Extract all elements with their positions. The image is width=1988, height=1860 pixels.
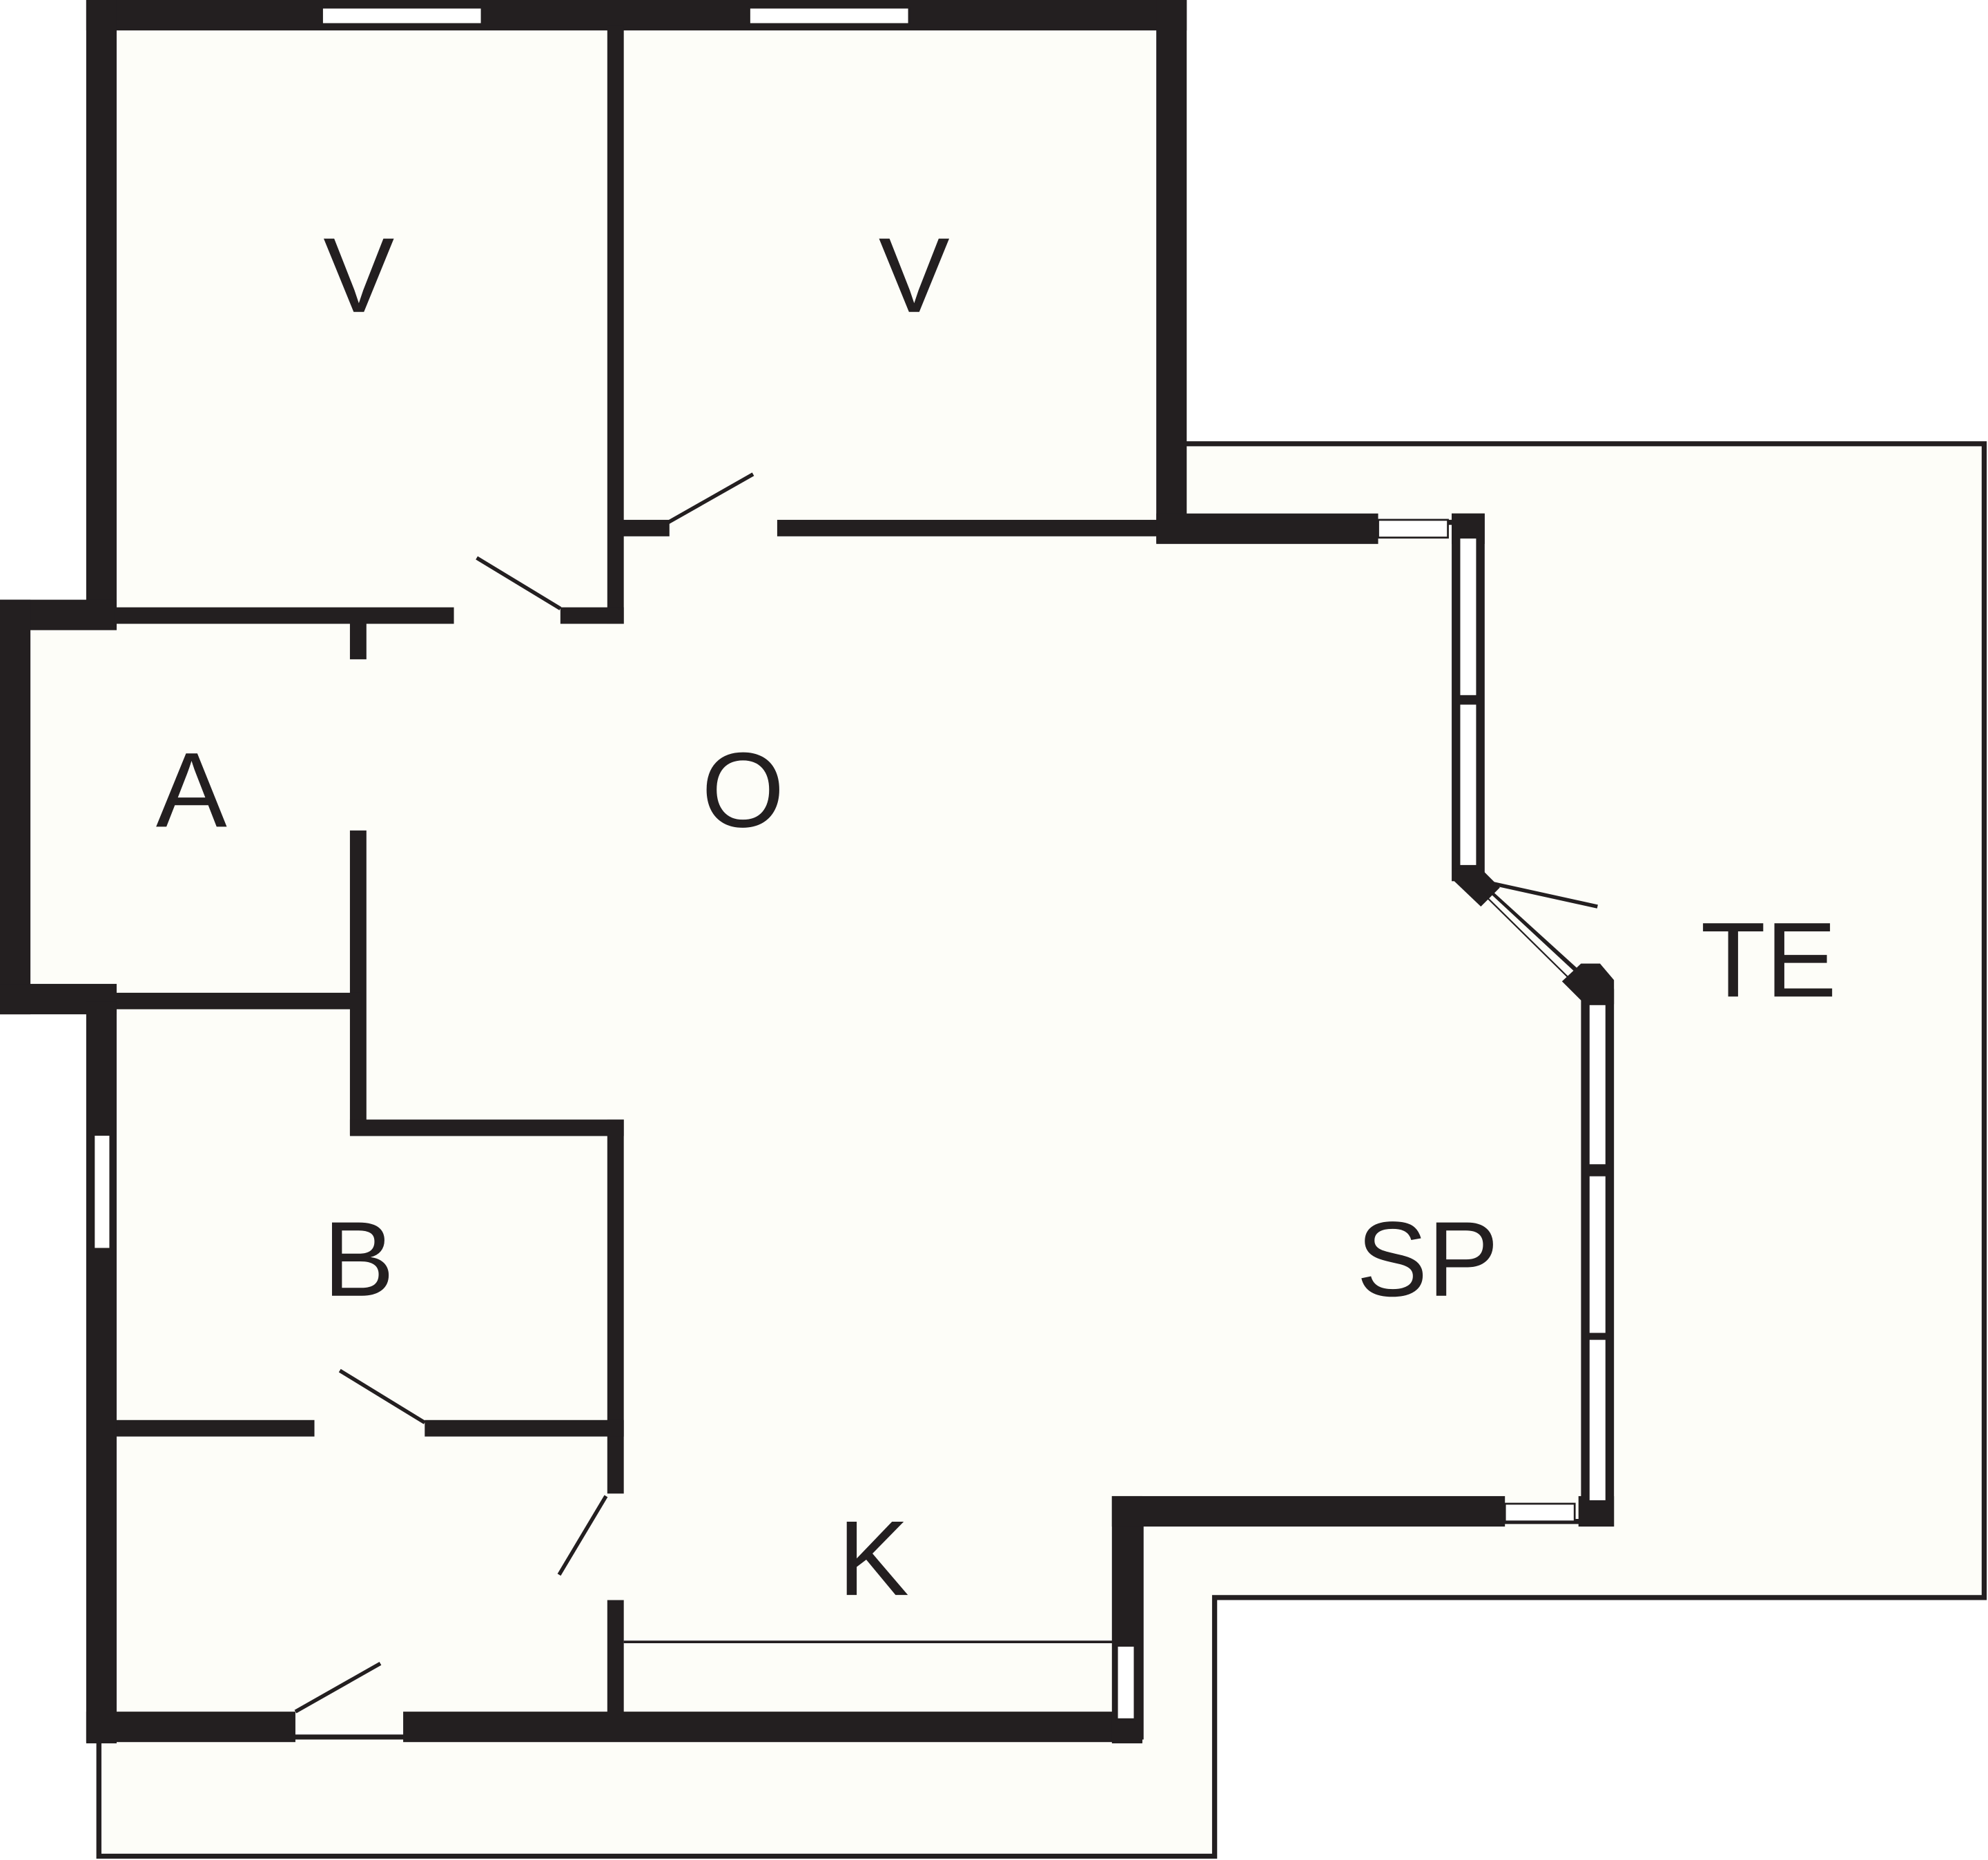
room-label-hall: A xyxy=(156,730,227,849)
door-swings xyxy=(294,472,1598,1714)
room-labels: V V A O B SP K TE xyxy=(156,215,1837,1618)
room-label-bedroom-2: V xyxy=(879,215,950,335)
room-label-kitchen: K xyxy=(838,1498,909,1618)
windows xyxy=(92,6,1608,1721)
walls xyxy=(0,0,1615,1744)
room-label-dining: SP xyxy=(1356,1199,1499,1319)
room-label-living: O xyxy=(701,730,784,849)
room-label-bathroom: B xyxy=(323,1199,394,1319)
interior-floor xyxy=(12,15,1600,1731)
room-label-bedroom-1: V xyxy=(323,215,394,335)
room-label-terrace: TE xyxy=(1701,900,1837,1019)
